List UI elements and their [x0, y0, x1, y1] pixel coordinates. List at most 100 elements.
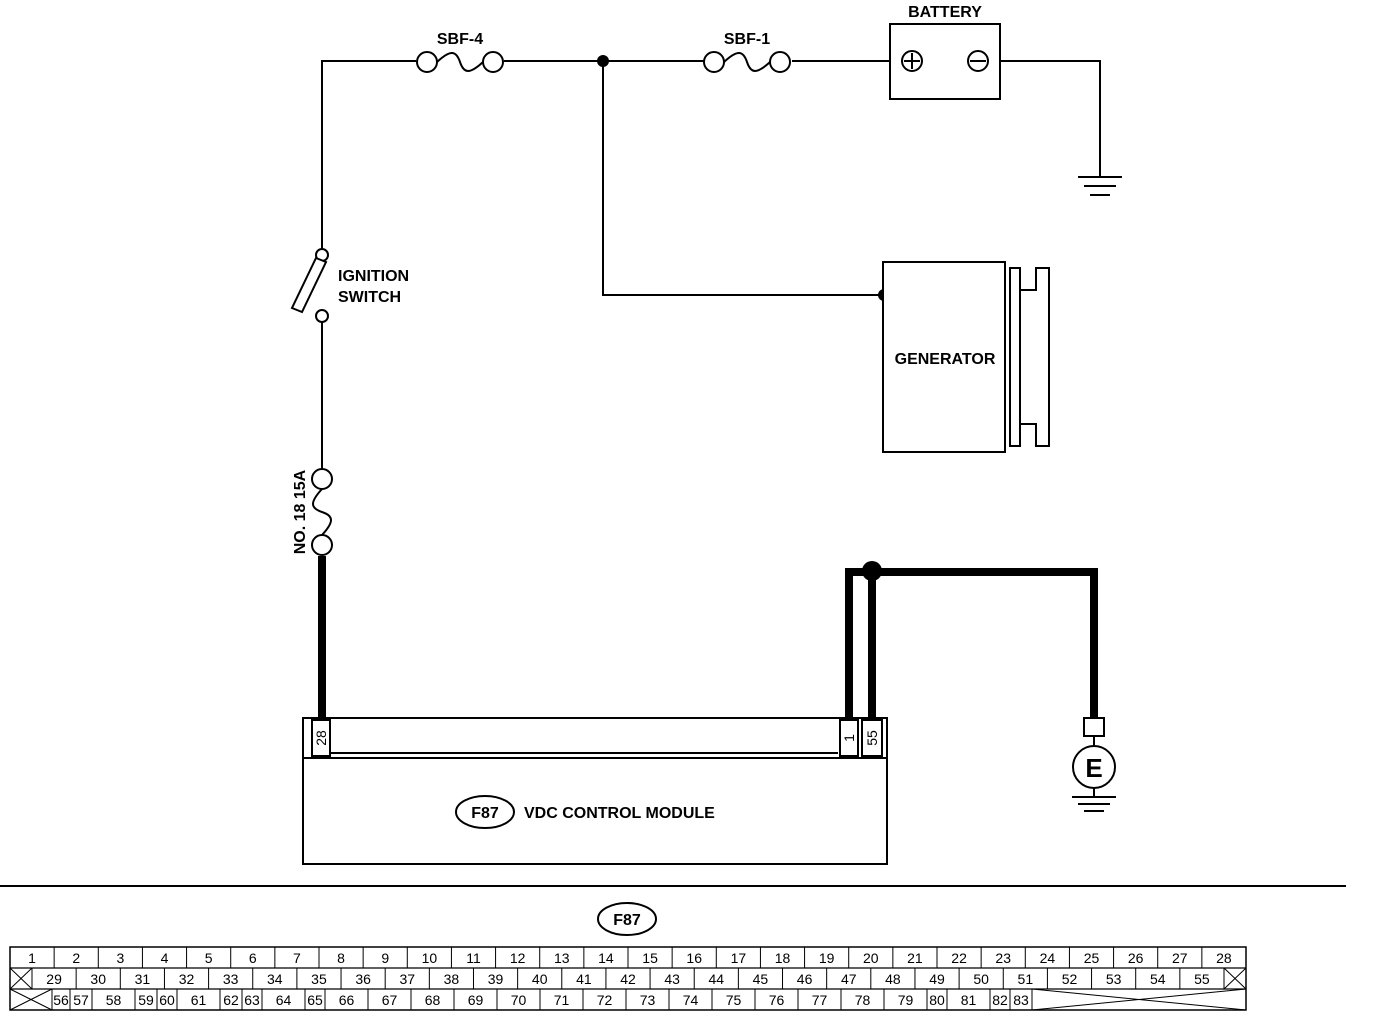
pin-label: 61 — [191, 992, 207, 1008]
fuse-sbf4: SBF-4 — [416, 31, 504, 73]
pin-label: 32 — [179, 971, 195, 987]
wire-junction-to-generator — [602, 61, 884, 296]
pin-label: 14 — [598, 950, 614, 966]
pin-label: 10 — [422, 950, 438, 966]
pin-label: 30 — [90, 971, 106, 987]
pin-label: 75 — [726, 992, 742, 1008]
pin-label: 8 — [337, 950, 345, 966]
pin-label: 44 — [709, 971, 725, 987]
pin-label: 68 — [425, 992, 441, 1008]
pin-label: 54 — [1150, 971, 1166, 987]
ground-point-e: E — [1072, 717, 1116, 812]
pin-label: 47 — [841, 971, 857, 987]
terminal-55: 55 — [861, 719, 883, 757]
pin-label: 82 — [992, 992, 1008, 1008]
ground-e-label: E — [1085, 753, 1102, 783]
pin-label: 15 — [642, 950, 658, 966]
junction-dot — [597, 55, 609, 67]
sbf1-label: SBF-1 — [724, 31, 770, 48]
pin-label: 76 — [769, 992, 785, 1008]
pin-label: 1 — [28, 950, 36, 966]
battery-label: BATTERY — [908, 4, 982, 21]
ignition-switch: IGNITION SWITCH — [290, 248, 409, 323]
pin-label: 42 — [620, 971, 636, 987]
pin-label: 58 — [106, 992, 122, 1008]
ignition-label-line1: IGNITION — [338, 268, 409, 285]
pin-label: 83 — [1013, 992, 1029, 1008]
pin-label: 39 — [488, 971, 504, 987]
fuse18-label: NO. 18 15A — [292, 469, 309, 554]
module-name-label: VDC CONTROL MODULE — [524, 805, 715, 822]
pin-label: 29 — [46, 971, 62, 987]
pin-label: 27 — [1172, 950, 1188, 966]
svg-text:1: 1 — [841, 734, 857, 742]
pin-label: 79 — [898, 992, 914, 1008]
module-badge-label: F87 — [471, 805, 499, 822]
pin-label: 20 — [863, 950, 879, 966]
pin-label: 67 — [382, 992, 398, 1008]
module-badge — [455, 795, 515, 829]
connector-badge-label: F87 — [613, 912, 641, 929]
ignition-label-line2: SWITCH — [338, 289, 401, 306]
pin-label: 65 — [307, 992, 323, 1008]
connector-badge — [597, 902, 657, 936]
battery: BATTERY — [889, 4, 1001, 100]
svg-text:55: 55 — [864, 730, 880, 746]
pin-label: 37 — [399, 971, 415, 987]
harness-wiring — [318, 556, 1098, 718]
pin-label: 17 — [731, 950, 747, 966]
pin-label: 23 — [995, 950, 1011, 966]
pin-label: 59 — [138, 992, 154, 1008]
ground-splice-dot — [862, 561, 882, 581]
battery-negative-icon — [967, 50, 989, 72]
pin-label: 43 — [664, 971, 680, 987]
generator-label: GENERATOR — [895, 351, 996, 368]
pin-label: 34 — [267, 971, 283, 987]
generator: GENERATOR — [882, 261, 1050, 453]
pin-label: 50 — [973, 971, 989, 987]
pin-label: 66 — [339, 992, 355, 1008]
pin-label: 6 — [249, 950, 257, 966]
pin-label: 22 — [951, 950, 967, 966]
pin-label: 13 — [554, 950, 570, 966]
pin-label: 25 — [1084, 950, 1100, 966]
pin-label: 45 — [753, 971, 769, 987]
pin-label: 48 — [885, 971, 901, 987]
pin-label: 3 — [116, 950, 124, 966]
pin-label: 80 — [929, 992, 945, 1008]
pin-label: 33 — [223, 971, 239, 987]
pin-label: 74 — [683, 992, 699, 1008]
pin-label: 52 — [1062, 971, 1078, 987]
pin-label: 18 — [775, 950, 791, 966]
power-wiring — [321, 55, 1101, 470]
pin-label: 49 — [929, 971, 945, 987]
pin-label: 11 — [466, 950, 481, 966]
wire-battery-to-ground — [988, 60, 1101, 176]
fuse-sbf1: SBF-1 — [703, 31, 791, 73]
pin-label: 12 — [510, 950, 526, 966]
battery-positive-icon — [901, 50, 923, 72]
pin-label: 77 — [812, 992, 828, 1008]
ground-icon — [1078, 176, 1122, 196]
ground-e-icon — [1072, 796, 1116, 812]
terminal-28: 28 — [311, 719, 331, 757]
wire-pin1-to-ground — [845, 568, 1098, 718]
pin-label: 51 — [1018, 971, 1034, 987]
pin-label: 46 — [797, 971, 813, 987]
pin-label: 21 — [907, 950, 923, 966]
pin-label: 2 — [72, 950, 80, 966]
pin-label: 9 — [381, 950, 389, 966]
svg-text:28: 28 — [313, 730, 329, 746]
pin-label: 16 — [686, 950, 702, 966]
pin-label: 69 — [468, 992, 484, 1008]
pin-label: 73 — [640, 992, 656, 1008]
pin-label: 63 — [244, 992, 260, 1008]
vdc-control-module: 28 1 55 F87 VDC CONTROL MODULE — [302, 717, 888, 865]
pin-label: 78 — [855, 992, 871, 1008]
pin-label: 7 — [293, 950, 301, 966]
pin-label: 40 — [532, 971, 548, 987]
pin-label: 62 — [223, 992, 239, 1008]
pin-label: 28 — [1216, 950, 1232, 966]
